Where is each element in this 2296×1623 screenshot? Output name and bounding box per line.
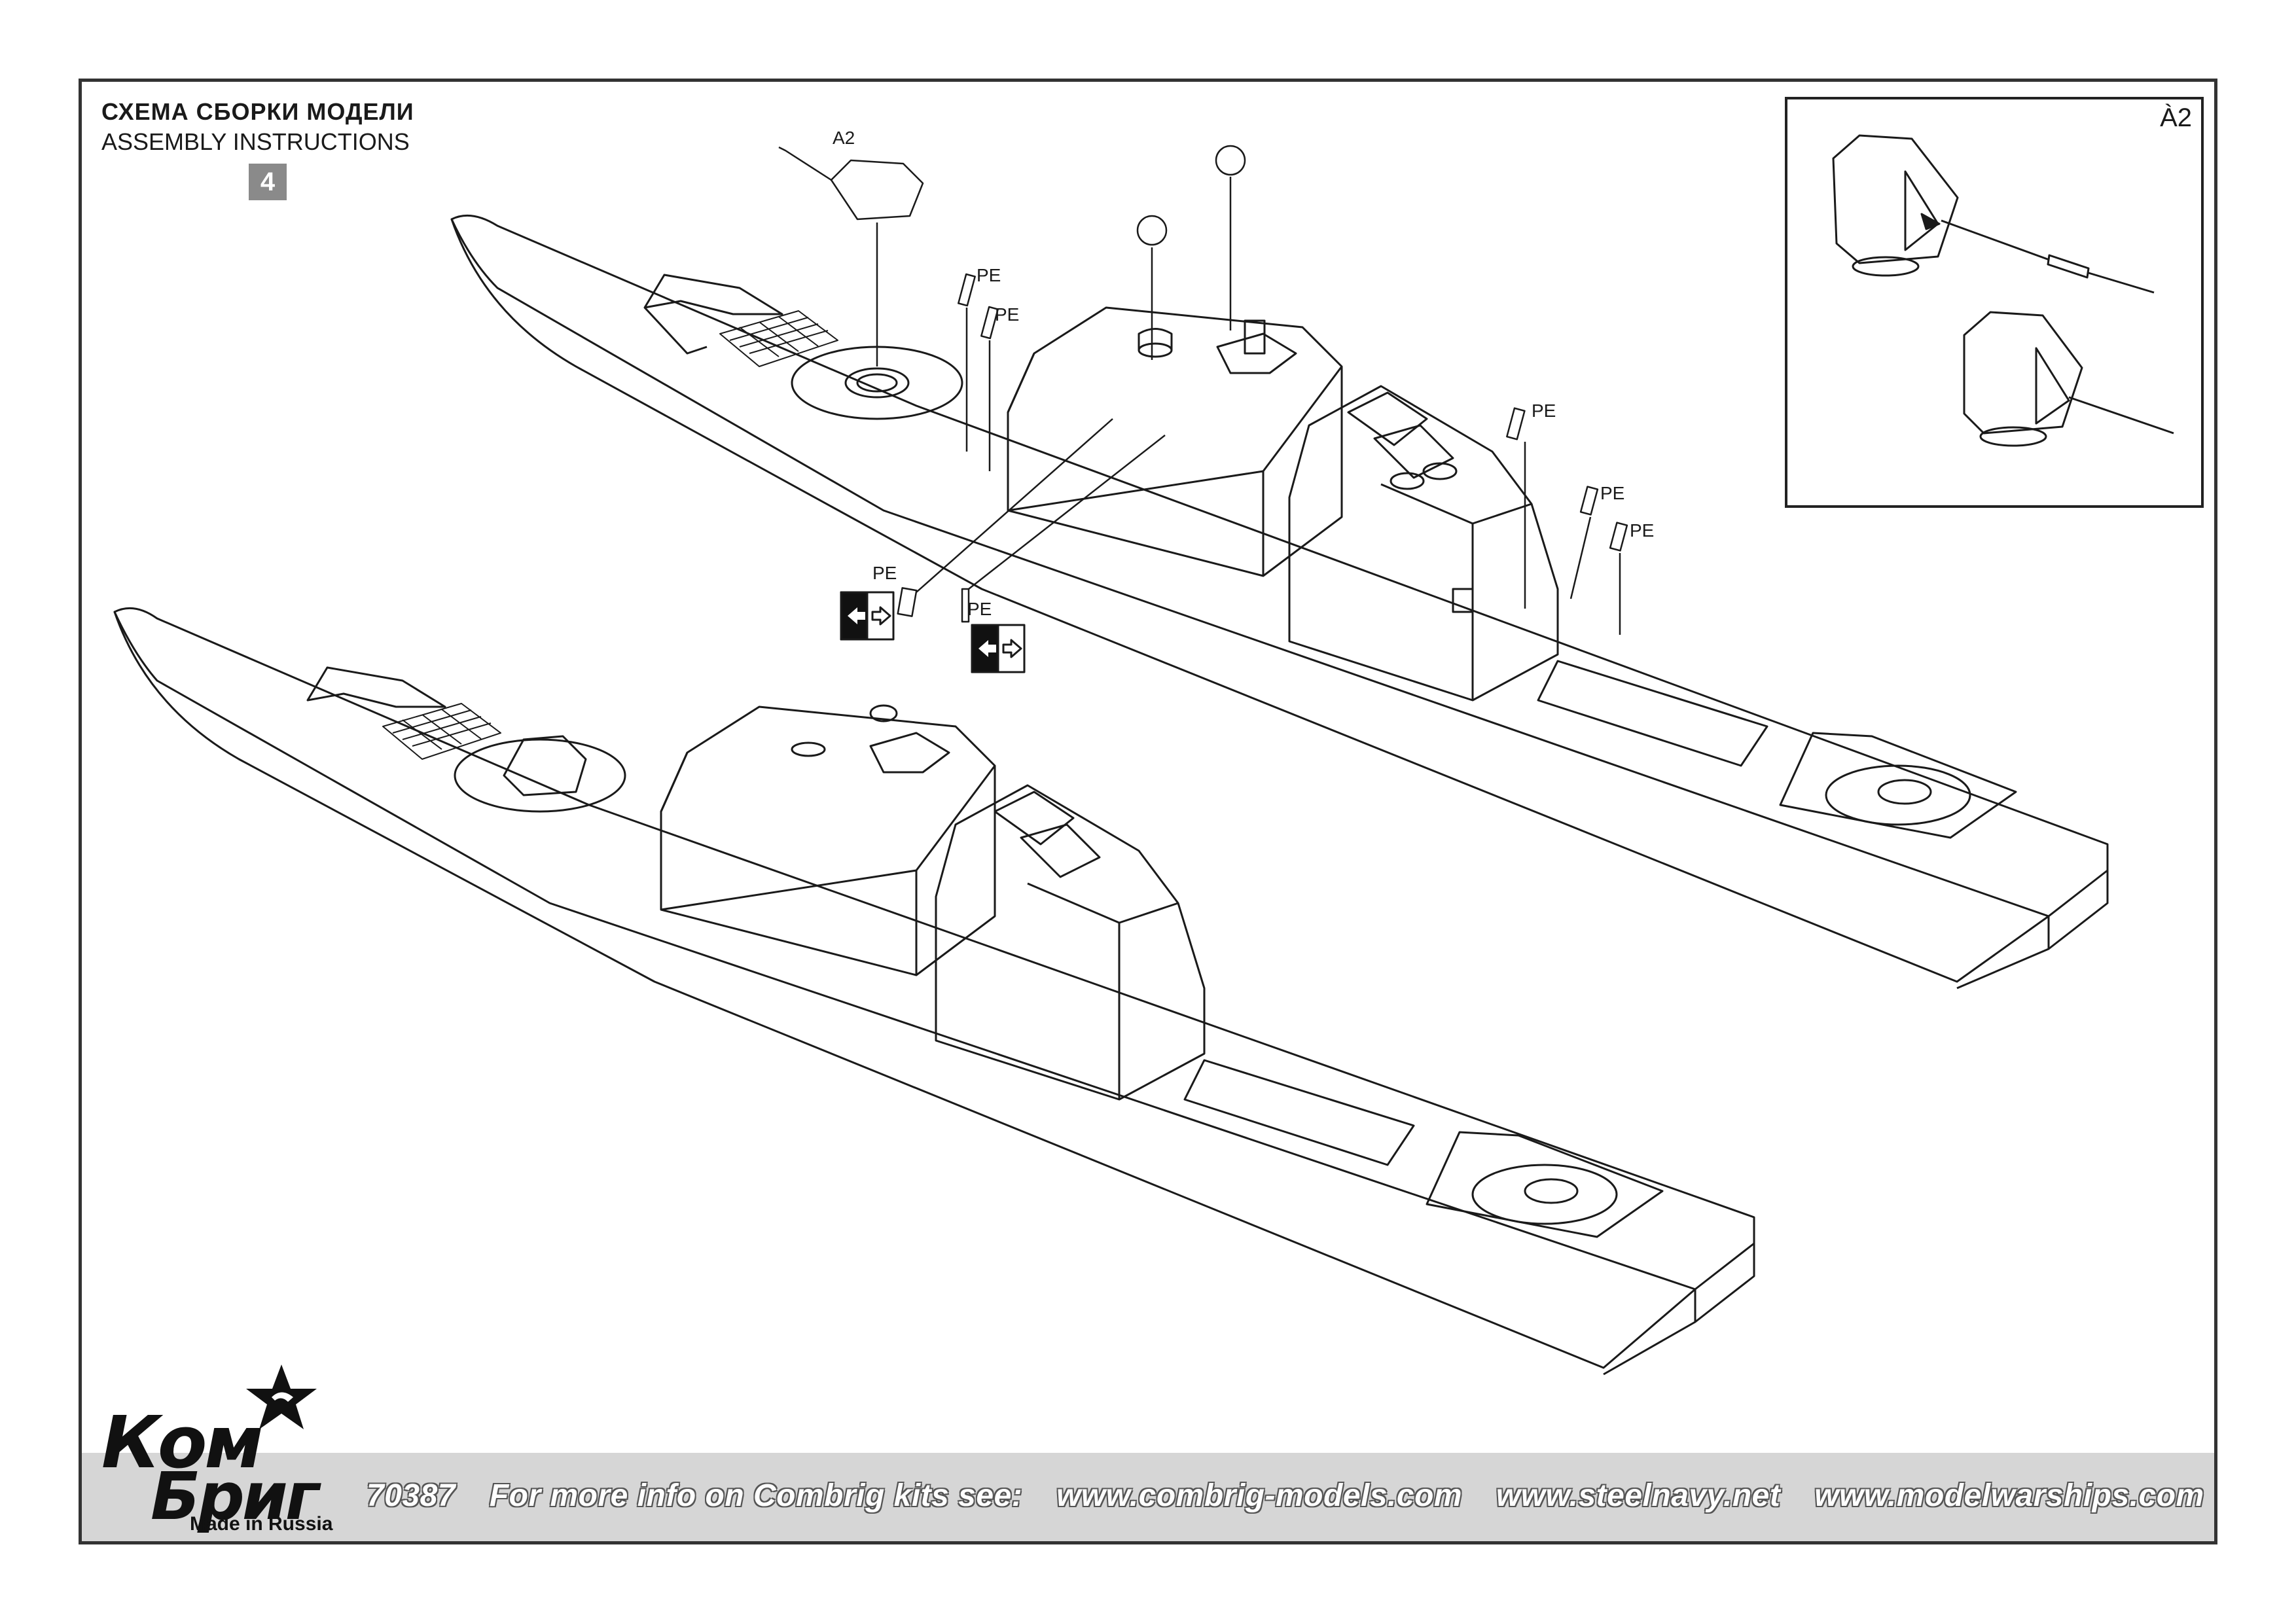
footer-info: 70387 For more info on Combrig kits see:… — [367, 1478, 2229, 1514]
footer-link-modelwarships[interactable]: www.modelwarships.com — [1814, 1478, 2204, 1513]
callout-pe-3: PE — [872, 563, 897, 583]
direction-arrow-box-2 — [971, 624, 1026, 673]
callout-pe-5: PE — [1532, 401, 1556, 421]
footer-link-steelnavy[interactable]: www.steelnavy.net — [1496, 1478, 1781, 1513]
footer-info-text: For more info on Combrig kits see: — [489, 1478, 1023, 1513]
page-frame — [79, 79, 2217, 1544]
callout-pe-1: PE — [977, 265, 1001, 285]
title-english: ASSEMBLY INSTRUCTIONS — [101, 128, 410, 155]
aft-superstructure-lower — [935, 784, 1206, 1101]
inset-detail-a2: À2 — [1785, 97, 2204, 508]
logo-line1: Ком — [101, 1400, 263, 1484]
kit-number: 70387 — [367, 1478, 456, 1513]
vls-grid-upper — [719, 310, 838, 367]
helipad-lower — [1426, 1131, 1664, 1238]
callout-pe-6: PE — [1600, 483, 1625, 503]
lower-hull — [113, 607, 1755, 1376]
vls-grid-lower — [382, 703, 501, 760]
forward-superstructure-lower — [660, 704, 996, 976]
inset-label: À2 — [2160, 103, 2192, 132]
callout-a2: A2 — [833, 128, 855, 148]
combrig-logo: Ком Бриг Made in Russia — [95, 1361, 344, 1538]
aft-superstructure-upper — [1288, 385, 1559, 702]
inset-gun-drawing — [1832, 134, 2174, 447]
star-icon — [246, 1364, 317, 1429]
direction-arrow-box-1 — [840, 591, 895, 641]
exploded-parts — [778, 145, 1628, 635]
callout-pe-4: PE — [967, 599, 992, 619]
step-number-badge: 4 — [249, 164, 287, 200]
upper-hull — [450, 214, 2109, 990]
footer-band — [82, 1453, 2214, 1541]
callout-pe-2: PE — [995, 304, 1020, 325]
made-in-russia: Made in Russia — [190, 1513, 333, 1535]
footer-link-combrig[interactable]: www.combrig-models.com — [1056, 1478, 1463, 1513]
callout-pe-7: PE — [1630, 520, 1655, 541]
helipad-upper — [1779, 732, 2017, 839]
title-russian: СХЕМА СБОРКИ МОДЕЛИ — [101, 98, 414, 125]
logo-line2: Бриг — [151, 1458, 319, 1535]
mounted-gun-lower — [503, 735, 587, 796]
forward-superstructure-upper — [1007, 306, 1343, 577]
